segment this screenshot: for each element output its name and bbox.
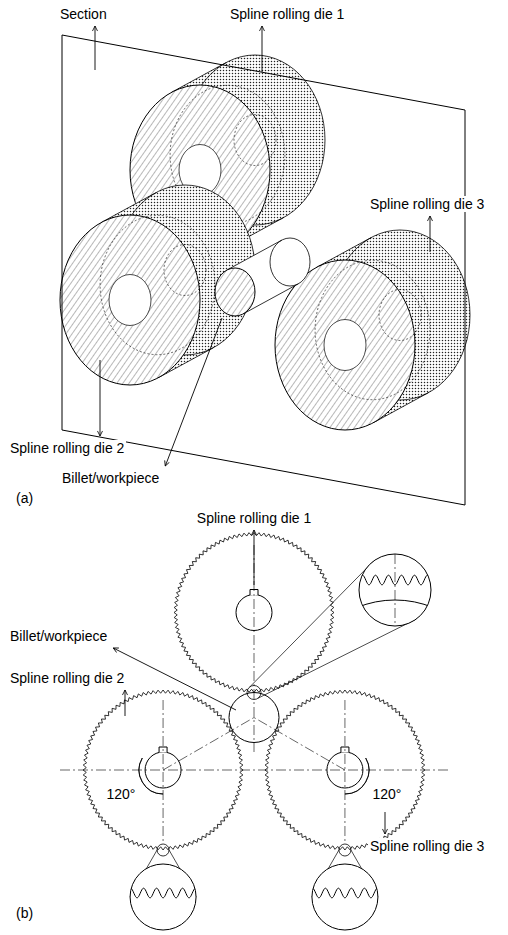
section-face xyxy=(215,268,255,316)
figure-tag: (a) xyxy=(14,490,35,506)
zoom-spot xyxy=(339,844,351,856)
hub-bore-back xyxy=(234,115,276,166)
section-face xyxy=(60,215,200,385)
hub-bore-back xyxy=(164,245,206,296)
zoom-leader xyxy=(250,561,374,687)
leader-arrow xyxy=(385,812,386,834)
part-label: Billet/workpiece xyxy=(60,470,161,486)
center-line xyxy=(60,770,450,771)
front-view xyxy=(60,533,495,931)
leader-arrow xyxy=(125,690,126,716)
section-plane xyxy=(62,35,465,505)
part-label: Spline rolling die 3 xyxy=(368,838,486,854)
zoom-leader xyxy=(258,619,416,698)
tooth-profile xyxy=(306,888,384,898)
center-line xyxy=(254,718,345,771)
billet-surface xyxy=(295,600,495,800)
part-label: Spline rolling die 2 xyxy=(8,670,126,686)
part-label: Spline rolling die 3 xyxy=(368,196,486,212)
part-label: Spline rolling die 1 xyxy=(228,6,346,22)
center-line xyxy=(163,718,254,771)
center-line xyxy=(395,554,396,626)
leader-lines xyxy=(95,26,430,834)
angle-label: 120° xyxy=(371,786,404,802)
zoom-spot xyxy=(157,844,169,856)
hub-bore xyxy=(324,320,366,371)
silhouette-line xyxy=(227,240,282,270)
part-label: Billet/workpiece xyxy=(8,628,109,644)
pitch-circle xyxy=(100,215,215,354)
leader-arrow xyxy=(262,26,263,72)
zoom-detail xyxy=(306,888,384,898)
leader-arrow xyxy=(100,360,101,436)
back-face xyxy=(270,238,310,286)
angle-arc xyxy=(139,758,163,794)
center-line xyxy=(163,700,164,842)
hub-bore-back xyxy=(379,290,421,341)
figure-tag: (b) xyxy=(14,905,35,921)
zoom-spot xyxy=(247,686,261,700)
tooth-profile xyxy=(124,888,202,898)
zoom-detail xyxy=(295,554,495,800)
leader-arrow xyxy=(165,318,222,466)
part-label: Spline rolling die 2 xyxy=(8,440,126,456)
billet-cylinder xyxy=(215,238,310,316)
leader-arrow xyxy=(254,530,255,585)
angle-label: 120° xyxy=(105,786,138,802)
zoom-circle xyxy=(359,554,431,626)
drum-surface xyxy=(215,268,255,316)
rolling-die xyxy=(60,185,255,385)
drum-surface xyxy=(60,215,200,385)
plane-label: Section xyxy=(58,6,109,22)
part-label: Spline rolling die 1 xyxy=(195,510,313,526)
center-line xyxy=(344,700,345,842)
zoom-circle xyxy=(312,864,378,930)
angle-arc xyxy=(345,758,369,794)
pitch-circle xyxy=(315,260,430,399)
leader-arrow xyxy=(113,648,236,710)
zoom-detail xyxy=(124,888,202,898)
leader-arrow xyxy=(95,26,96,70)
leader-arrow xyxy=(430,216,431,252)
hub-bore xyxy=(109,275,151,326)
oblique-view xyxy=(60,35,470,505)
zoom-circle xyxy=(130,864,196,930)
